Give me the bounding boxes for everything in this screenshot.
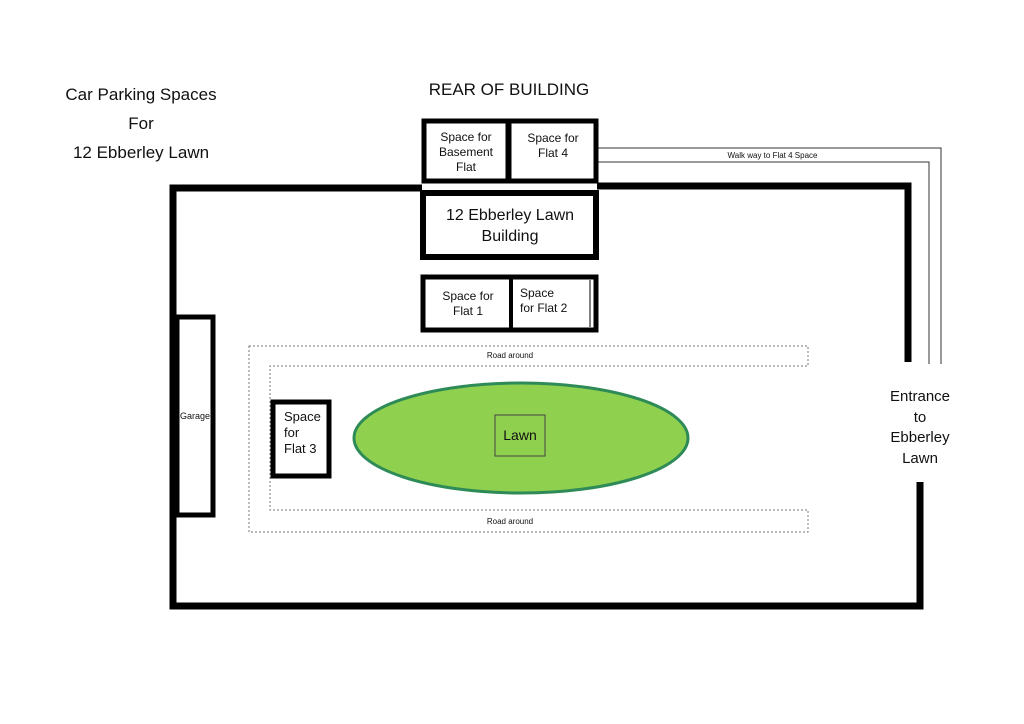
space-flat4-box xyxy=(506,118,599,184)
lawn-label: Lawn xyxy=(503,427,537,443)
space-flat2-label: Space for Flat 2 xyxy=(520,286,568,315)
road-label-top: Road around xyxy=(486,351,534,360)
walkway-label: Walk way to Flat 4 Space xyxy=(727,151,818,160)
title-line-2: For xyxy=(128,114,154,133)
title-block: Car Parking Spaces For 12 Ebberley Lawn xyxy=(41,80,241,167)
garage-box xyxy=(174,314,216,518)
lawn-label-box xyxy=(494,414,546,457)
space-flat1-label: Space for Flat 1 xyxy=(442,289,494,318)
road-outer-line xyxy=(248,345,809,533)
title-line-1: Car Parking Spaces xyxy=(65,85,217,104)
lawn-ellipse xyxy=(352,381,690,495)
space-basement-label: Space for Basement Flat xyxy=(438,130,494,174)
building-label: 12 Ebberley Lawn Building xyxy=(445,207,575,245)
walkway-line-outer xyxy=(597,147,942,364)
rear-of-building-label: REAR OF BUILDING xyxy=(428,80,590,99)
space-flat3-box xyxy=(270,399,332,479)
building-box xyxy=(420,190,599,260)
road-label-bottom: Road around xyxy=(486,517,534,526)
title-line-3: 12 Ebberley Lawn xyxy=(72,143,210,162)
space-basement-box xyxy=(421,118,511,184)
garage-label: Garage xyxy=(179,411,211,421)
entrance-label: Entrance to Ebberley Lawn xyxy=(889,388,951,467)
boundary-wall xyxy=(169,182,924,610)
walkway-line-inner xyxy=(597,161,930,364)
space-flat4-label: Space for Flat 4 xyxy=(527,131,579,160)
space-flat3-label: Space for Flat 3 xyxy=(284,409,321,456)
